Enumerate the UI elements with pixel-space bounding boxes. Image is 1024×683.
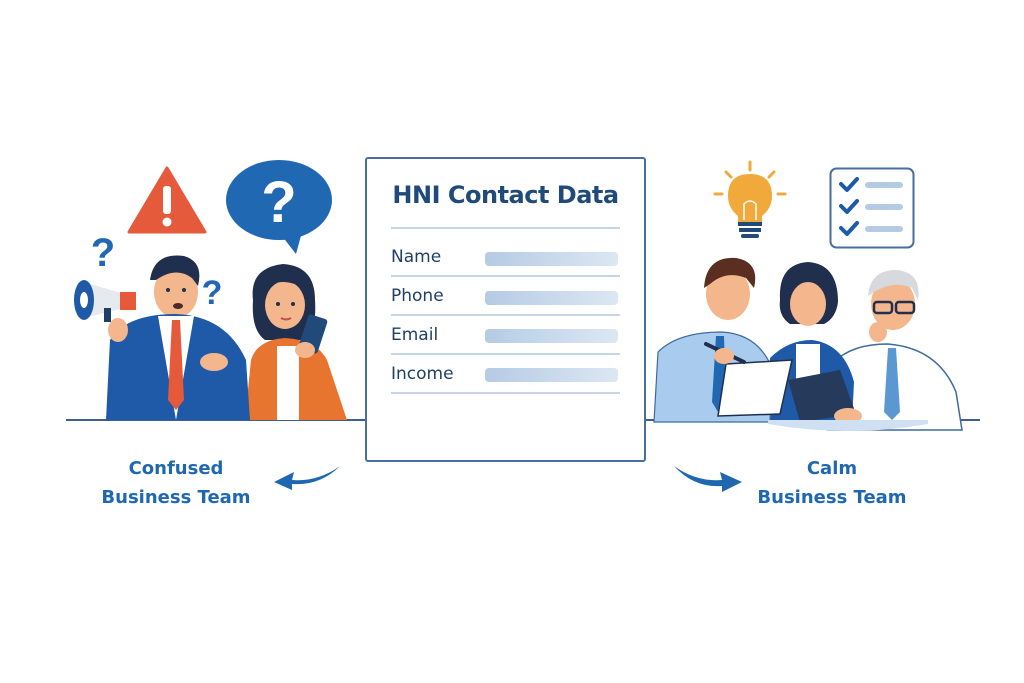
megaphone-icon [74, 280, 136, 322]
svg-text:?: ? [202, 274, 223, 312]
card-title: HNI Contact Data [392, 181, 619, 209]
svg-text:?: ? [91, 231, 115, 275]
confused-woman-figure [245, 264, 347, 420]
field-label-email: Email [391, 325, 439, 345]
field-value-email [485, 329, 618, 343]
arrow-left-icon [274, 466, 340, 490]
divider [391, 392, 620, 394]
field-value-income [485, 368, 618, 382]
confused-team-caption: Confused Business Team [96, 454, 256, 512]
left-ground-line [66, 419, 365, 421]
hni-contact-card: HNI Contact Data Name Phone Email Income [365, 157, 646, 462]
divider [391, 353, 620, 355]
arrow-right-icon [674, 466, 742, 492]
checklist-icon [829, 167, 915, 249]
svg-text:?: ? [261, 170, 296, 235]
caption-line: Confused [128, 458, 224, 479]
calm-team-caption: Calm Business Team [752, 454, 912, 512]
field-label-name: Name [391, 247, 442, 267]
field-label-income: Income [391, 364, 454, 384]
field-value-phone [485, 291, 618, 305]
divider [391, 314, 620, 316]
warning-icon [127, 166, 207, 234]
caption-line: Business Team [757, 487, 907, 508]
caption-line: Business Team [101, 487, 251, 508]
divider [391, 227, 620, 229]
field-label-phone: Phone [391, 286, 444, 306]
field-value-name [485, 252, 618, 266]
calm-team-figures [653, 257, 963, 431]
question-mark-icon: ? [91, 231, 115, 275]
divider [391, 275, 620, 277]
confused-man-figure [106, 255, 250, 420]
lightbulb-icon [713, 160, 787, 238]
question-bubble-icon: ? [226, 160, 332, 254]
question-mark-icon: ? [202, 274, 223, 312]
caption-line: Calm [806, 458, 858, 479]
